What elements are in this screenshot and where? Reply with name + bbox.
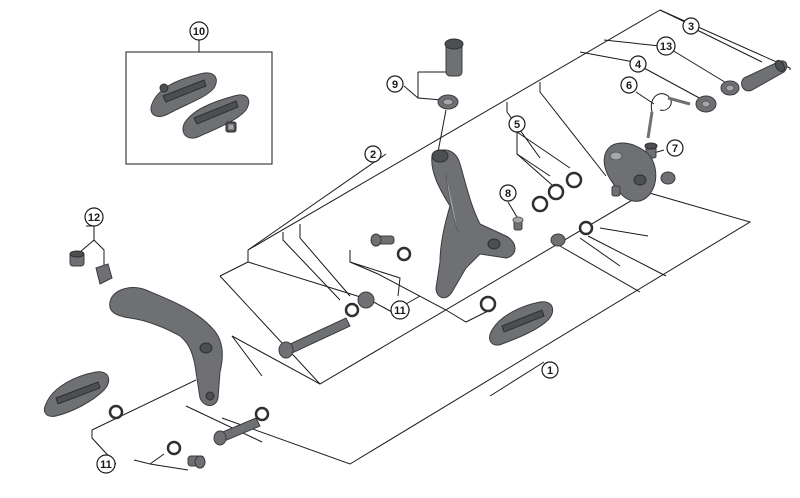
callout-5: 5: [508, 115, 526, 133]
svg-text:7: 7: [672, 143, 678, 155]
callout-13: 13: [656, 36, 676, 56]
brake-shoe-inset-box: [125, 51, 273, 165]
mounting-bolt-12-part: [69, 250, 85, 267]
return-spring-part: [646, 93, 691, 139]
lower-brake-arm-part: [109, 287, 223, 406]
cable-pin-part: [611, 185, 621, 197]
svg-text:10: 10: [193, 26, 205, 38]
svg-text:11: 11: [100, 459, 112, 471]
brake-arm-part: [431, 149, 516, 299]
adjusting-barrel-part: [741, 59, 788, 92]
pivot-axle-bolt-part: [278, 317, 351, 359]
svg-text:2: 2: [370, 149, 376, 161]
washer-11b-part: [479, 295, 497, 313]
pivot-washer-part: [578, 220, 594, 236]
callout-1: 1: [541, 361, 559, 379]
brake-shoe-middle-part: [489, 301, 554, 346]
washer-5a-part: [565, 171, 583, 189]
callout-4: 4: [629, 55, 647, 73]
callout-12: 12: [84, 207, 104, 227]
pivot-nut-part: [660, 171, 676, 185]
svg-text:5: 5: [514, 119, 520, 131]
axle-spacer-part: [357, 291, 375, 309]
callout-11-lower: 11: [96, 454, 116, 474]
svg-text:1: 1: [547, 365, 553, 377]
svg-text:13: 13: [660, 41, 672, 53]
brake-shoe-left-part: [43, 371, 110, 417]
svg-text:9: 9: [392, 79, 398, 91]
callout-2: 2: [364, 145, 382, 163]
washer-left-b-part: [166, 440, 182, 456]
pivot-bushing-part: [550, 233, 566, 247]
washer-left-a-part: [108, 404, 124, 420]
washer-5c-part: [531, 195, 549, 213]
shoe-fixing-bolt-part: [370, 233, 395, 247]
svg-text:12: 12: [88, 212, 100, 224]
svg-text:6: 6: [626, 80, 632, 92]
lower-pivot-bolt-part: [213, 417, 261, 446]
lower-pivot-washer-part: [254, 406, 270, 422]
barrel-washer-part: [695, 95, 717, 113]
callout-6: 6: [620, 76, 638, 94]
svg-text:4: 4: [635, 59, 642, 71]
washer-5b-part: [547, 183, 565, 201]
svg-text:11: 11: [394, 305, 406, 317]
axle-washer-part: [344, 302, 360, 318]
inset-brake-shoe-upper: [150, 72, 217, 117]
callout-10: 10: [189, 21, 209, 41]
inset-brake-shoe-lower: [182, 94, 250, 139]
barrel-nut-part: [720, 80, 740, 96]
svg-text:8: 8: [505, 188, 511, 200]
washer-11a-part: [396, 246, 412, 262]
callout-9: 9: [386, 75, 404, 93]
callout-7: 7: [666, 139, 684, 157]
shoe-nut-left-part: [187, 455, 206, 469]
mounting-nut-12-part: [95, 263, 113, 285]
callout-11-middle: 11: [390, 300, 410, 320]
callout-3: 3: [682, 17, 700, 35]
svg-text:3: 3: [688, 21, 694, 33]
centering-screw-part: [512, 216, 524, 231]
callout-8: 8: [499, 184, 517, 202]
cable-fixing-bolt-part: [437, 38, 464, 110]
